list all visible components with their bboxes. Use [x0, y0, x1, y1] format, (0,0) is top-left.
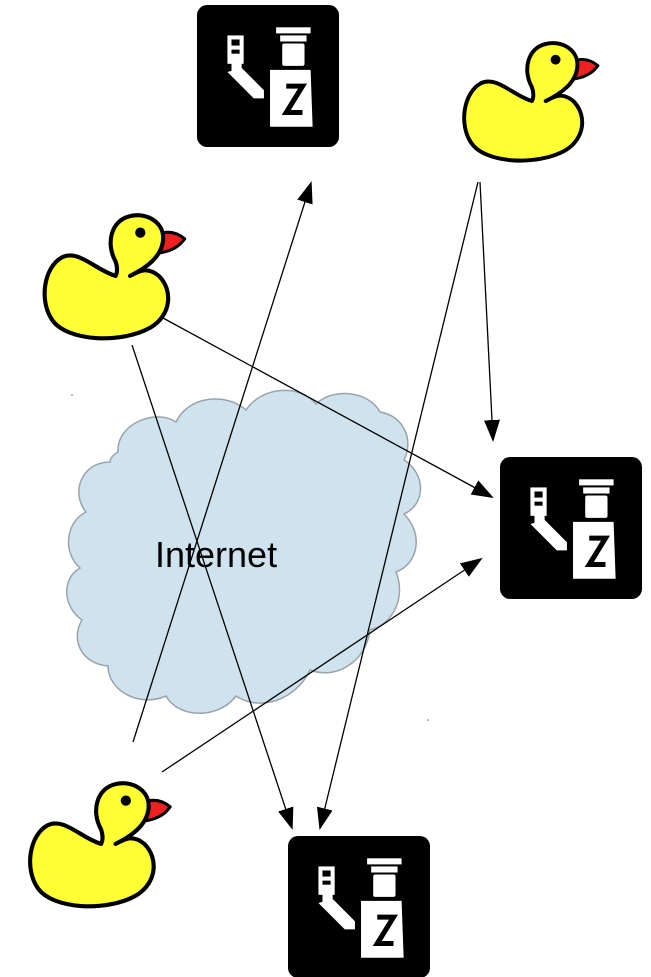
stray-dot — [71, 394, 73, 396]
rubber-duck-icon — [462, 41, 600, 163]
rubber-duck-icon — [45, 215, 185, 338]
internet-cloud: Internet — [66, 389, 422, 714]
arrow-duck-top-right-to-officer-bottom — [316, 181, 479, 830]
arrow-duck-left-to-officer-bottom — [131, 344, 294, 830]
connections — [131, 181, 500, 830]
passport-control-officer-icon — [500, 457, 642, 599]
rubber-duck-icon — [30, 783, 170, 906]
passport-control-officer-icon — [197, 5, 339, 147]
passport-control-officer-icon — [288, 836, 430, 977]
stray-dot — [427, 719, 429, 721]
arrow-duck-left-to-officer-right — [162, 317, 494, 498]
cloud-label: Internet — [155, 534, 277, 575]
arrow-duck-bottom-left-to-officer-top — [132, 181, 313, 743]
arrow-duck-bottom-left-to-officer-right — [161, 557, 483, 773]
arrow-duck-top-right-to-officer-right — [479, 181, 500, 442]
